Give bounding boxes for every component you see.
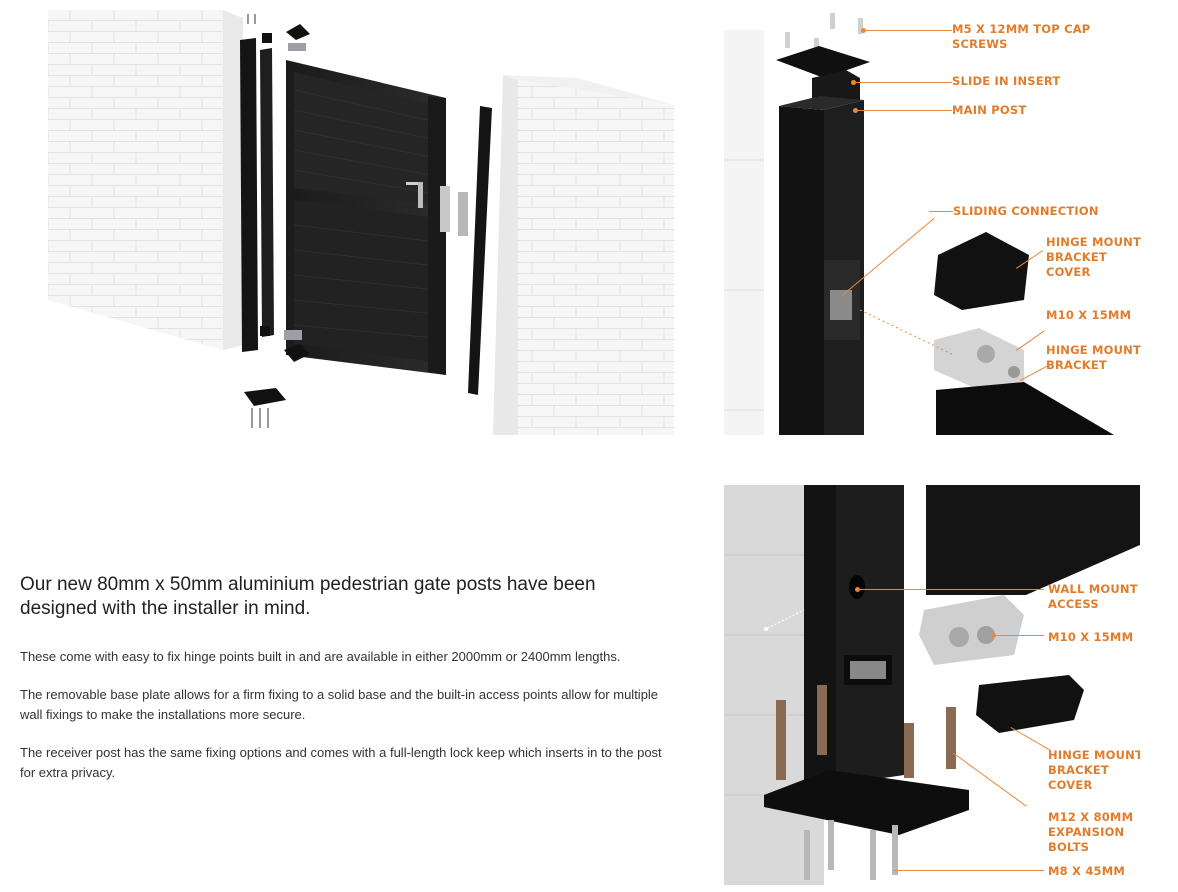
main-post [779, 96, 864, 435]
gate-drawing [48, 10, 674, 435]
label-base-screws: M8 x 45MM [1048, 864, 1126, 878]
label-wall-mount-access: WALL MOUNT ACCESS [1048, 582, 1138, 611]
description-paragraph-hinge-points: These come with easy to fix hinge points… [20, 649, 621, 664]
top-cap-screws [785, 13, 863, 54]
bottom-hardware [244, 326, 310, 428]
post-top-drawing [724, 13, 1114, 435]
hinge-bracket-cover [934, 232, 1029, 310]
gate-leaf-edge [936, 382, 1114, 435]
product-description: Our new 80mm x 50mm aluminium pedestrian… [20, 573, 670, 801]
right-brick-wall [493, 75, 674, 435]
hinge-bracket [934, 328, 1024, 390]
hinge-bracket [919, 595, 1024, 665]
hinge-post [240, 38, 274, 352]
post-base-drawing [724, 485, 1140, 885]
wall [724, 30, 764, 435]
label-hinge-bracket-cover: HINGE MOUNT BRACKET COVER [1048, 748, 1140, 792]
exploded-gate-illustration [48, 10, 674, 435]
label-main-post: MAIN POST [952, 103, 1027, 117]
base-screws [804, 820, 898, 880]
expansion-bolts [776, 685, 956, 780]
top-hardware [247, 14, 310, 51]
label-m10-bolt: M10 x 15MM [1048, 630, 1134, 644]
receiver-post [440, 106, 492, 395]
label-slide-in-insert: SLIDE IN INSERT [952, 74, 1061, 88]
hinge-bracket-cover [976, 675, 1084, 733]
gate-leaf [286, 60, 446, 375]
description-paragraph-base-plate: The removable base plate allows for a fi… [20, 687, 659, 722]
label-sliding-connection: SLIDING CONNECTION [953, 204, 1099, 218]
label-top-cap-screws: M5 x 12MM TOP CAP SCREWS [952, 22, 1091, 51]
label-hinge-bracket: HINGE MOUNT BRACKET [1046, 343, 1142, 372]
gate-leaf-corner [926, 485, 1140, 595]
label-m10-bolt: M10 x 15MM [1046, 308, 1132, 322]
top-cap [776, 46, 870, 78]
description-paragraph-receiver-post: The receiver post has the same fixing op… [20, 745, 662, 780]
post-base-detail-diagram: WALL MOUNT ACCESS M10 x 15MM HINGE MOUNT… [724, 485, 1140, 885]
left-brick-wall [48, 10, 243, 350]
label-hinge-bracket-cover: HINGE MOUNT BRACKET COVER [1046, 235, 1142, 279]
product-headline: Our new 80mm x 50mm aluminium pedestrian… [20, 574, 596, 619]
base-plate [764, 770, 969, 835]
main-post [804, 485, 904, 791]
label-expansion-bolts: M12 x 80MM EXPANSION BOLTS [1048, 810, 1134, 854]
post-top-detail-diagram: M5 x 12MM TOP CAP SCREWS SLIDE IN INSERT… [724, 10, 1144, 435]
